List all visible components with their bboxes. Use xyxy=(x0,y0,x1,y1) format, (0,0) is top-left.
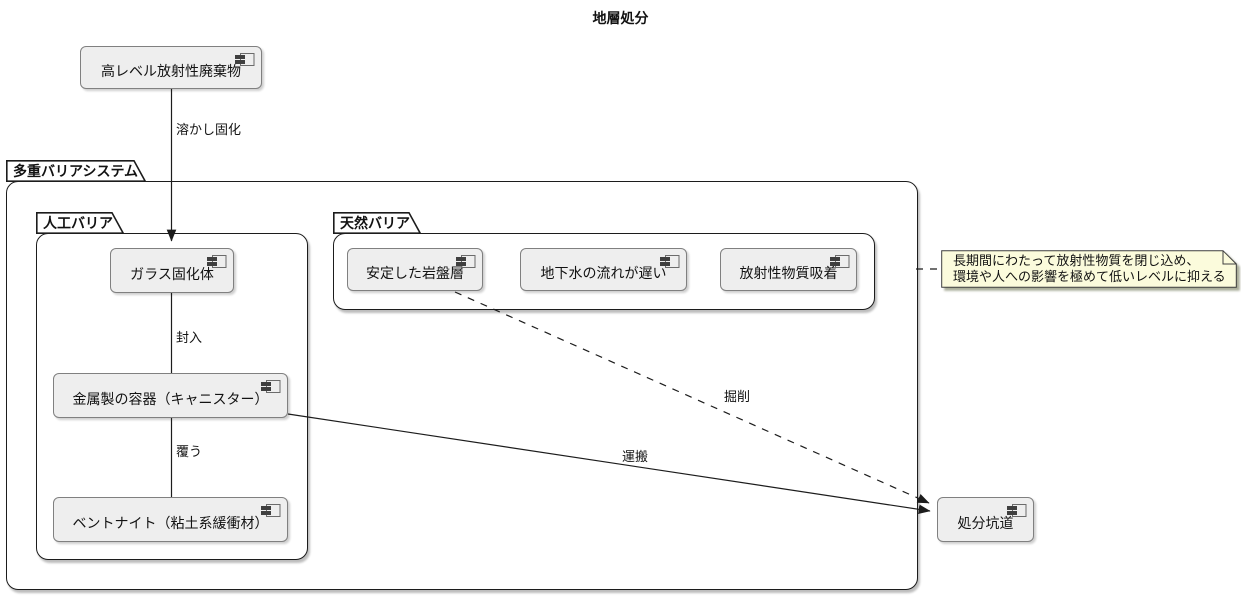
frame-multibarrier-tab: 多重バリアシステム xyxy=(6,160,146,182)
note: 長期間にわたって放射性物質を閉じ込め、 環境や人への影響を極めて低いレベルに抑え… xyxy=(941,250,1237,288)
node-glass-label: ガラス固化体 xyxy=(130,265,214,282)
edge-enclose-label: 封入 xyxy=(176,330,203,345)
frame-tab-shape xyxy=(36,212,124,234)
frame-artificial-tab: 人工バリア xyxy=(36,212,124,234)
node-groundwater-label: 地下水の流れが遅い xyxy=(540,264,667,281)
node-canister: 金属製の容器（キャニスター） xyxy=(53,373,288,418)
frame-artificial-label: 人工バリア xyxy=(43,215,113,231)
frame-tab-shape xyxy=(333,212,421,234)
edge-cover-label: 覆う xyxy=(176,444,203,459)
node-bedrock: 安定した岩盤層 xyxy=(347,248,483,291)
node-adsorption-label: 放射性物質吸着 xyxy=(739,264,838,281)
node-glass: ガラス固化体 xyxy=(110,248,234,293)
edge-solidify-label: 溶かし固化 xyxy=(176,122,242,137)
frame-natural-label: 天然バリア xyxy=(340,215,410,231)
frame-natural-tab: 天然バリア xyxy=(333,212,421,234)
note-shape xyxy=(941,250,1237,288)
edge-transport-label: 運搬 xyxy=(622,449,649,464)
node-adsorption: 放射性物質吸着 xyxy=(720,248,857,291)
note-line-2: 環境や人への影響を極めて低いレベルに抑える xyxy=(953,269,1226,284)
component-icon xyxy=(261,379,281,394)
component-icon xyxy=(1007,503,1027,518)
node-groundwater: 地下水の流れが遅い xyxy=(520,248,687,291)
note-line-1: 長期間にわたって放射性物質を閉じ込め、 xyxy=(953,253,1200,268)
component-icon xyxy=(660,254,680,269)
node-waste: 高レベル放射性廃棄物 xyxy=(80,46,262,89)
node-waste-label: 高レベル放射性廃棄物 xyxy=(101,62,241,79)
node-bentonite-label: ベントナイト（粘土系緩衝材） xyxy=(72,514,269,531)
node-tunnel-label: 処分坑道 xyxy=(957,514,1014,531)
node-tunnel: 処分坑道 xyxy=(937,497,1034,542)
node-bentonite: ベントナイト（粘土系緩衝材） xyxy=(53,497,288,542)
component-icon xyxy=(207,254,227,269)
component-icon xyxy=(456,254,476,269)
diagram-title: 地層処分 xyxy=(592,10,649,26)
component-icon xyxy=(261,503,281,518)
frame-multibarrier-label: 多重バリアシステム xyxy=(13,163,139,179)
note-text: 長期間にわたって放射性物質を閉じ込め、 環境や人への影響を極めて低いレベルに抑え… xyxy=(953,253,1226,285)
edge-excavate-label: 掘削 xyxy=(724,389,751,404)
component-icon xyxy=(235,52,255,67)
component-icon xyxy=(830,254,850,269)
note-fold-icon xyxy=(1222,250,1237,265)
frame-tab-shape xyxy=(6,160,146,182)
node-canister-label: 金属製の容器（キャニスター） xyxy=(72,390,269,407)
node-bedrock-label: 安定した岩盤層 xyxy=(366,264,464,281)
